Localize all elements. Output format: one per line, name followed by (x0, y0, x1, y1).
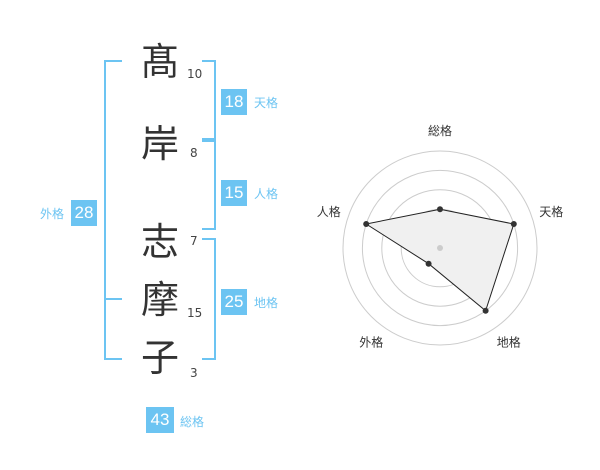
soukaku-label: 総格 (180, 415, 205, 429)
radar-points (363, 206, 517, 314)
chikaku-label: 地格 (254, 296, 279, 310)
radar-ring-5 (342, 150, 538, 346)
radar-axis-label-1: 総格 (428, 123, 452, 138)
radar-center-dot (437, 245, 443, 251)
radar-point-3 (482, 307, 489, 314)
radar-axis-label-5: 人格 (317, 204, 341, 219)
stroke-count-2: 8 (190, 146, 198, 160)
radar-point-2 (510, 221, 517, 228)
stroke-count-3: 7 (190, 234, 198, 248)
tenkaku-label: 天格 (254, 96, 279, 110)
jinkaku-value: 15 (221, 180, 247, 206)
chikaku-bracket (202, 238, 216, 360)
name-char-1: 髙 (140, 40, 179, 84)
gaikaku-value: 28 (71, 200, 97, 226)
name-char-2: 岸 (140, 122, 179, 166)
tenkaku-value: 18 (221, 89, 247, 115)
radar-point-5 (363, 221, 370, 228)
radar-point-1 (437, 206, 443, 213)
radar-ring-4 (361, 169, 519, 327)
jinkaku-label: 人格 (254, 187, 279, 201)
gaikaku-bracket-divider (104, 298, 122, 300)
name-char-5: 子 (140, 336, 179, 380)
soukaku-value: 43 (146, 407, 174, 433)
name-char-4: 摩 (140, 278, 179, 322)
radar-axis-label-4: 外格 (359, 335, 383, 350)
jinkaku-bracket (202, 140, 216, 230)
radar-axis-label-3: 地格 (497, 335, 521, 350)
radar-point-4 (425, 260, 432, 267)
radar-axis-label-2: 天格 (539, 204, 563, 219)
stroke-count-5: 3 (190, 366, 198, 380)
gaikaku-label: 外格 (40, 207, 65, 221)
chikaku-value: 25 (221, 289, 247, 315)
gaikaku-bracket (104, 60, 122, 360)
stroke-count-1: 10 (187, 67, 203, 81)
radar-polygon (364, 208, 515, 312)
tenkaku-bracket (202, 60, 216, 140)
stroke-count-4: 15 (187, 306, 203, 320)
name-char-3: 志 (140, 220, 179, 264)
